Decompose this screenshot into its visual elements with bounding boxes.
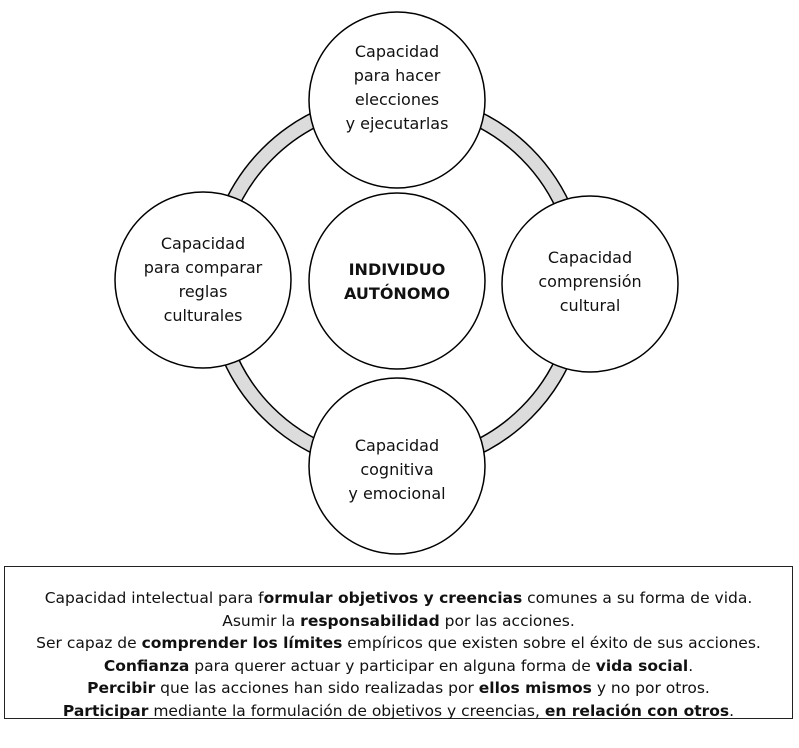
text: que las acciones han sido realizadas por <box>155 679 479 697</box>
description-line: Ser capaz de comprender los límites empí… <box>5 632 792 655</box>
text: . <box>688 656 694 675</box>
text: y no por otros. <box>591 679 710 697</box>
bold-text: comprender los límites <box>141 634 343 652</box>
description-line: Confianza para querer actuar y participa… <box>5 655 792 678</box>
circle-top <box>308 11 486 189</box>
bold-text: responsabilidad <box>300 611 440 630</box>
text: comunes a su forma de vida. <box>522 589 753 607</box>
text: Asumir la <box>222 611 301 630</box>
text: empíricos que existen sobre el éxito de … <box>342 634 761 652</box>
circle-left <box>114 191 292 369</box>
text: por las acciones. <box>439 611 575 630</box>
diagram <box>114 11 679 555</box>
description-line: Participar mediante la formulación de ob… <box>5 700 792 723</box>
text: . <box>729 701 735 720</box>
text: para querer actuar y participar en algun… <box>189 656 596 675</box>
bold-text: ormular objetivos y creencias <box>263 589 523 607</box>
circle-right <box>501 195 679 373</box>
description-box: Capacidad intelectual para formular obje… <box>4 566 793 720</box>
circle-center <box>308 192 486 370</box>
text: mediante la formulación de objetivos y c… <box>148 701 545 720</box>
bold-text: vida social <box>595 656 689 675</box>
circle-bottom <box>308 377 486 555</box>
bold-text: Confianza <box>103 656 190 675</box>
bold-text: ellos mismos <box>478 679 592 697</box>
bold-text: Participar <box>62 701 149 720</box>
bold-text: en relación con otros <box>544 701 730 720</box>
description-line: Asumir la responsabilidad por las accion… <box>5 610 792 633</box>
description-line: Percibir que las acciones han sido reali… <box>5 677 792 700</box>
description-line: Capacidad intelectual para formular obje… <box>5 587 792 610</box>
bold-text: Percibir <box>87 679 156 697</box>
text: Capacidad intelectual para f <box>44 589 264 607</box>
text: Ser capaz de <box>36 634 142 652</box>
